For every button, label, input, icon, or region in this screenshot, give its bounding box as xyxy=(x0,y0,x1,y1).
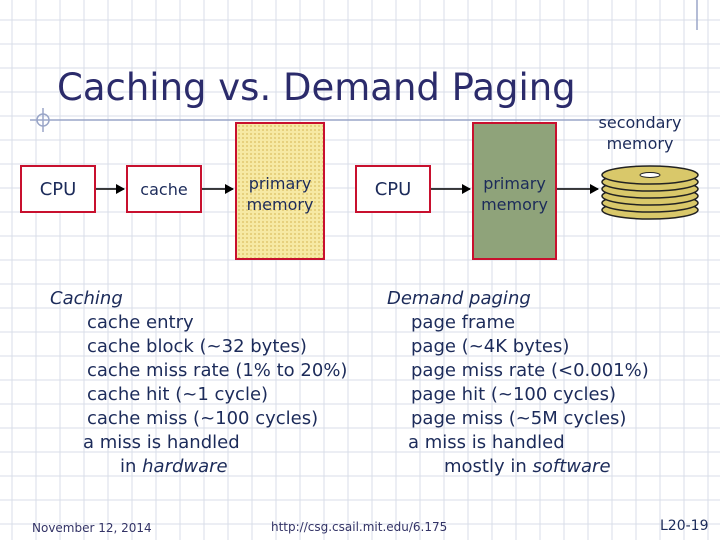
demand-paging-list: page frame page (~4K bytes) page miss ra… xyxy=(387,311,649,479)
primary-memory-label-right: primary memory xyxy=(474,173,555,215)
caching-item: cache miss rate (1% to 20%) xyxy=(87,360,348,381)
secondary-memory-label-line2: memory xyxy=(606,134,674,153)
page-number: L20-19 xyxy=(660,518,709,534)
demand-paging-heading: Demand paging xyxy=(387,288,531,309)
caching-list: cache entry cache block (~32 bytes) cach… xyxy=(50,311,347,479)
demand-paging-item: a miss is handled xyxy=(408,432,565,453)
caching-item: cache entry xyxy=(87,312,194,333)
caching-last-emphasis: hardware xyxy=(142,456,228,477)
cache-box: cache xyxy=(126,165,202,213)
caching-column: Caching cache entry cache block (~32 byt… xyxy=(50,287,347,479)
caching-item: a miss is handled xyxy=(83,432,240,453)
demand-paging-item: page frame xyxy=(411,312,516,333)
secondary-memory-label-line1: secondary xyxy=(598,113,682,132)
footer-url[interactable]: http://csg.csail.mit.edu/6.175 xyxy=(271,520,448,534)
footer-date: November 12, 2014 xyxy=(32,521,152,535)
secondary-memory-label: secondary memory xyxy=(590,112,690,154)
caching-item: cache hit (~1 cycle) xyxy=(87,384,269,405)
primary-memory-left-line2: memory xyxy=(246,195,314,214)
demand-paging-item: page miss (~5M cycles) xyxy=(411,408,627,429)
primary-memory-left-line1: primary xyxy=(248,174,312,193)
primary-memory-right-line2: memory xyxy=(481,195,548,214)
slide-title: Caching vs. Demand Paging xyxy=(57,66,576,109)
demand-paging-item-last: mostly in software xyxy=(411,455,649,479)
caching-item: cache block (~32 bytes) xyxy=(87,336,307,357)
caching-item-last: in hardware xyxy=(87,455,347,479)
demand-paging-item: page miss rate (<0.001%) xyxy=(411,360,649,381)
primary-memory-box-right: primary memory xyxy=(472,122,557,260)
demand-paging-last-emphasis: software xyxy=(532,456,611,477)
demand-paging-last-prefix: mostly in xyxy=(444,456,533,477)
cpu-label-right: CPU xyxy=(374,179,412,200)
primary-memory-box-left: primary memory xyxy=(235,122,325,260)
primary-memory-right-line1: primary xyxy=(483,174,546,193)
disk-stack-icon xyxy=(601,165,699,220)
cpu-box-left: CPU xyxy=(20,165,96,213)
caching-item: cache miss (~100 cycles) xyxy=(87,408,319,429)
demand-paging-column: Demand paging page frame page (~4K bytes… xyxy=(387,287,649,479)
cpu-label-left: CPU xyxy=(39,179,77,200)
caching-last-prefix: in xyxy=(120,456,143,477)
primary-memory-label-left: primary memory xyxy=(237,173,323,215)
cache-label: cache xyxy=(140,180,188,199)
demand-paging-item: page hit (~100 cycles) xyxy=(411,384,616,405)
caching-heading: Caching xyxy=(50,288,123,309)
cpu-box-right: CPU xyxy=(355,165,431,213)
demand-paging-item: page (~4K bytes) xyxy=(411,336,570,357)
